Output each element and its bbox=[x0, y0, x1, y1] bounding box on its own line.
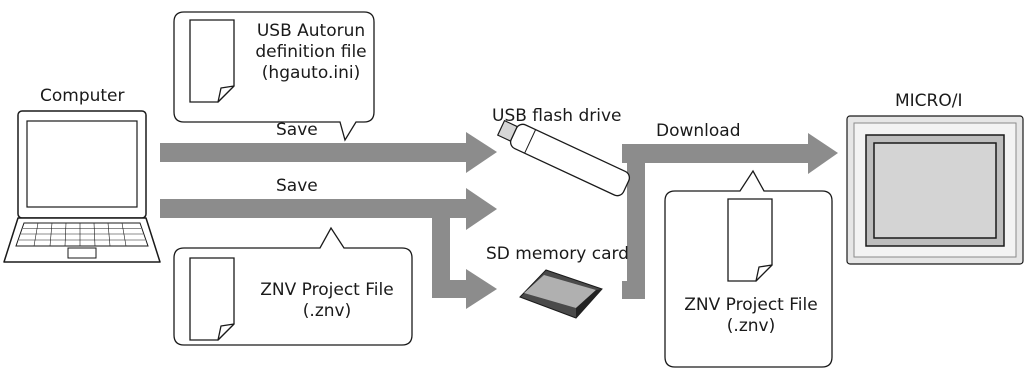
save-arrow-upper bbox=[160, 132, 497, 173]
sd-card-icon bbox=[519, 269, 603, 319]
usb-flash-drive-label: USB flash drive bbox=[492, 106, 622, 126]
usb-flash-drive-icon bbox=[496, 119, 631, 197]
save-upper-label: Save bbox=[276, 120, 318, 140]
autorun-line-3: (hgauto.ini) bbox=[261, 63, 361, 83]
sd-memory-card-label: SD memory card bbox=[486, 244, 629, 264]
download-label: Download bbox=[656, 121, 741, 141]
computer-label: Computer bbox=[40, 86, 125, 106]
autorun-line-2: definition file bbox=[255, 42, 367, 62]
project-left-line-1: ZNV Project File bbox=[260, 280, 394, 300]
autorun-line-1: USB Autorun bbox=[256, 21, 366, 41]
micro-i-panel-icon bbox=[846, 115, 1024, 265]
project-right-callout-text: ZNV Project File (.znv) bbox=[670, 295, 832, 337]
project-left-line-2: (.znv) bbox=[302, 301, 352, 321]
download-arrow bbox=[622, 133, 838, 299]
save-lower-label: Save bbox=[276, 176, 318, 196]
project-left-callout-text: ZNV Project File (.znv) bbox=[246, 280, 408, 322]
project-file-icon-left bbox=[189, 257, 235, 341]
save-arrow-branch-sd bbox=[432, 200, 497, 309]
project-right-line-2: (.znv) bbox=[726, 316, 776, 336]
save-arrow-lower bbox=[160, 188, 497, 230]
project-right-line-1: ZNV Project File bbox=[684, 295, 818, 315]
laptop-icon bbox=[3, 110, 161, 263]
autorun-file-icon bbox=[189, 19, 235, 103]
autorun-callout-text: USB Autorun definition file (hgauto.ini) bbox=[248, 21, 374, 84]
project-file-icon-right bbox=[727, 198, 773, 282]
micro-i-label: MICRO/I bbox=[895, 91, 963, 111]
